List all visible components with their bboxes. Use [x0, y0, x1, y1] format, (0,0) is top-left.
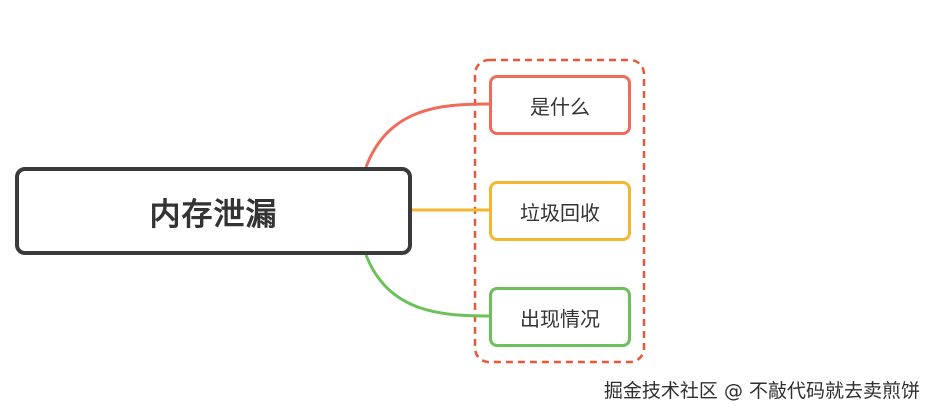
child-node-what-is: 是什么	[489, 75, 631, 135]
connector-to-situations	[364, 254, 490, 318]
child-node-garbage-collection: 垃圾回收	[489, 181, 631, 241]
root-node-memory-leak: 内存泄漏	[15, 167, 412, 255]
child-node-situations: 出现情况	[489, 287, 631, 347]
watermark-text: 掘金技术社区 @ 不敲代码就去卖煎饼	[603, 380, 920, 402]
connector-to-what-is	[364, 102, 490, 168]
